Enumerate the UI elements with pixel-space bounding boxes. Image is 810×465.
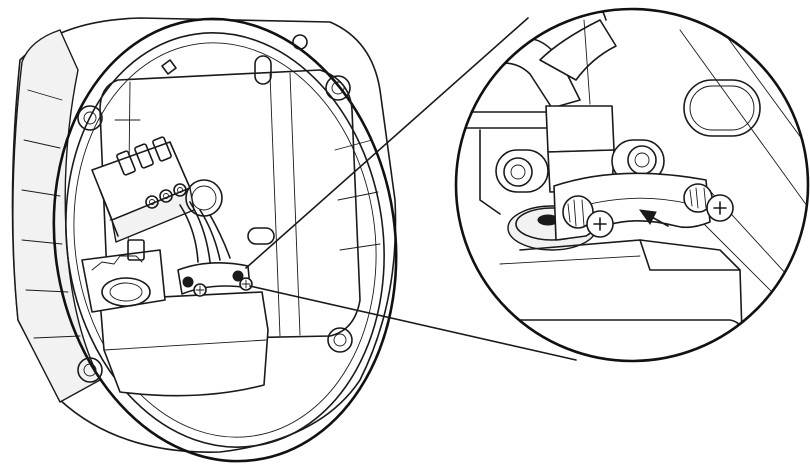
detail-oval-knockout [683,79,761,137]
mounting-slot-mid [247,227,275,245]
corner-boss-top-left [77,105,103,131]
housing-front-rim-outer [52,17,398,463]
top-clip [161,59,177,75]
housing-inner-back-wall [99,69,361,341]
cable-entry-gland [81,239,166,313]
corner-boss-bottom-left [77,357,103,383]
detail-circle-contents [456,9,808,361]
mounting-slot-top [254,55,272,85]
housing-side-wall [12,29,101,403]
top-boss-small [292,34,308,50]
housing-front-rim-groove [73,42,377,438]
enclosure-housing-icon [11,17,398,463]
terminal-block-icon [91,136,195,243]
corner-boss-top-right [325,75,351,101]
cable-bundle [179,201,231,263]
direction-arrow-icon [638,209,669,227]
cable-clamp-icon [177,262,253,297]
callout-leader-lines [245,17,577,361]
detail-circle-border [454,7,810,363]
housing-front-rim-inner [65,32,385,448]
detail-left-roller [495,149,549,193]
corner-boss-bottom-right [327,327,353,353]
phillips-screw-icon-right [683,183,734,222]
phillips-screw-icon [562,195,614,238]
housing-floor-block [99,291,269,397]
detail-cable-tube [495,9,617,193]
